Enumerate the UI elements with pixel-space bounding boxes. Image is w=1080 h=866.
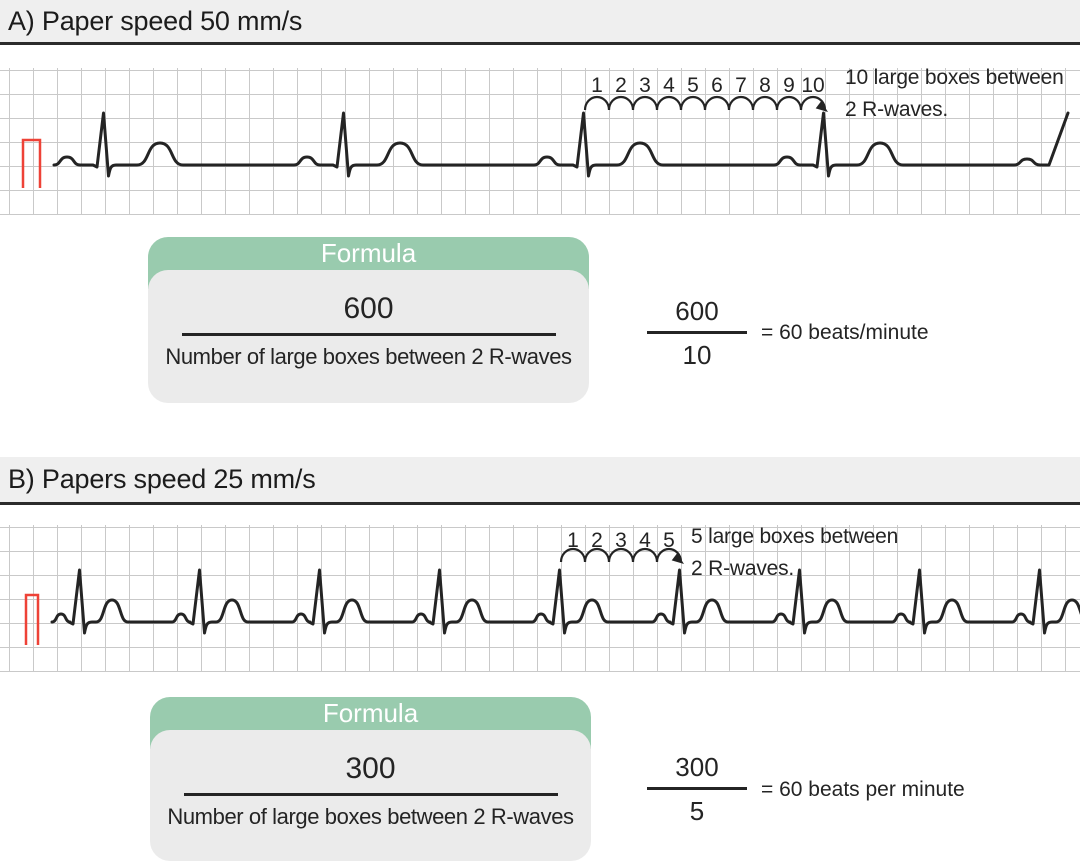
- arrowhead-icon: [815, 101, 828, 112]
- arc-number: 5: [663, 529, 675, 552]
- ecg-annotation-b: 5 large boxes between 2 R-waves.: [691, 521, 898, 585]
- arc-number: 6: [711, 74, 723, 97]
- equation-result: = 60 beats/minute: [761, 321, 929, 344]
- formula-numerator: 600: [343, 292, 394, 325]
- ecg-trace: [52, 111, 1070, 178]
- arc-number: 5: [687, 74, 699, 97]
- annotation-line: 2 R-waves.: [845, 98, 949, 121]
- ecg-trace: [50, 568, 1080, 635]
- equation-result: = 60 beats per minute: [761, 778, 965, 801]
- equation-fraction: 600 10: [647, 296, 747, 370]
- section-b-header: B) Papers speed 25 mm/s: [0, 457, 1080, 505]
- arc-number: 9: [783, 74, 795, 97]
- section-b-title: B) Papers speed 25 mm/s: [8, 464, 316, 494]
- arc-number: 10: [801, 74, 824, 97]
- equation-denominator: 10: [682, 340, 712, 370]
- arc-number: 1: [591, 74, 603, 97]
- arc-number: 2: [591, 529, 603, 552]
- arc-number: 1: [567, 529, 579, 552]
- fraction-line: [183, 793, 558, 796]
- fraction-line: [647, 787, 747, 790]
- formula-numerator: 300: [345, 752, 396, 785]
- section-a-title: A) Paper speed 50 mm/s: [8, 5, 303, 36]
- formula-card-b: Formula 300 Number of large boxes betwee…: [150, 697, 591, 861]
- arc-number: 2: [615, 74, 627, 97]
- formula-card-a: Formula 600 Number of large boxes betwee…: [148, 237, 589, 403]
- ecg-annotation-a: 10 large boxes between 2 R-waves.: [845, 62, 1064, 126]
- equation-numerator: 600: [675, 296, 719, 326]
- formula-card-body: 300 Number of large boxes between 2 R-wa…: [150, 730, 591, 861]
- arrowhead-icon: [671, 553, 684, 564]
- counting-arcs: [583, 95, 827, 111]
- arc-number: 7: [735, 74, 747, 97]
- arc-number: 3: [639, 74, 651, 97]
- fraction-line: [181, 333, 556, 336]
- calibration-pulse: [24, 593, 40, 645]
- equation-fraction: 300 5: [647, 752, 747, 826]
- counting-arcs: [559, 547, 683, 563]
- equation-numerator: 300: [675, 752, 719, 782]
- annotation-line: 5 large boxes between: [691, 525, 899, 548]
- calibration-pulse: [21, 138, 42, 188]
- formula-card-title: Formula: [320, 238, 417, 268]
- formula-denominator: Number of large boxes between 2 R-waves: [167, 804, 574, 829]
- arc-number: 4: [663, 74, 675, 97]
- arc-number: 8: [759, 74, 771, 97]
- fraction-line: [647, 331, 747, 334]
- section-a-header: A) Paper speed 50 mm/s: [0, 0, 1080, 45]
- equation-denominator: 5: [689, 796, 705, 826]
- formula-denominator: Number of large boxes between 2 R-waves: [165, 344, 572, 369]
- arc-number: 3: [615, 529, 627, 552]
- annotation-line: 2 R-waves.: [691, 557, 795, 580]
- formula-card-title: Formula: [322, 698, 419, 728]
- formula-card-body: 600 Number of large boxes between 2 R-wa…: [148, 270, 589, 403]
- annotation-line: 10 large boxes between: [845, 66, 1064, 89]
- arc-number: 4: [639, 529, 651, 552]
